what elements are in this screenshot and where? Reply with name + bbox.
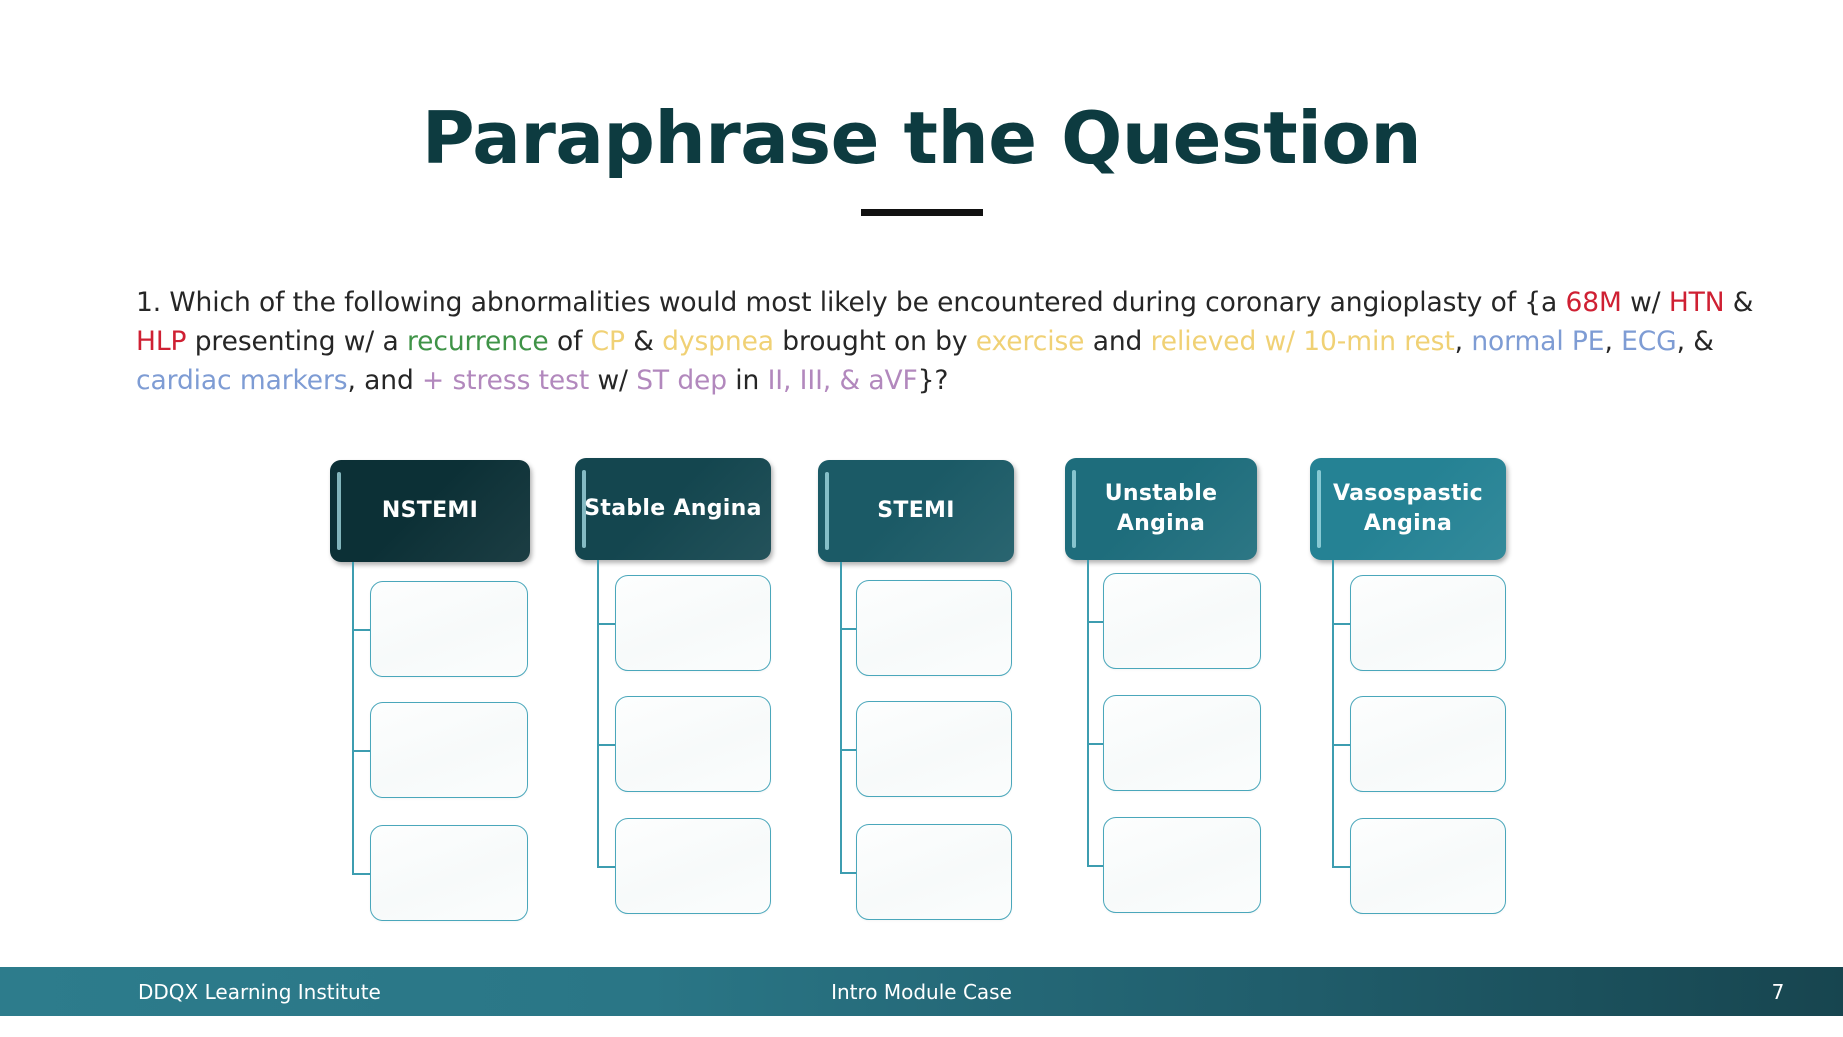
diagnosis-header-card[interactable]: Stable Angina xyxy=(575,458,771,560)
footer-institution: DDQX Learning Institute xyxy=(138,980,381,1004)
diagnosis-column: Stable Angina xyxy=(575,458,771,914)
question-highlight-yellow: relieved w/ 10-min rest xyxy=(1150,326,1455,357)
connector-stub-line xyxy=(1087,621,1103,623)
blank-answer-box[interactable] xyxy=(1103,817,1261,913)
connector-stub-line xyxy=(840,628,856,630)
diagnosis-header-label: NSTEMI xyxy=(381,498,479,523)
diagnosis-column: Unstable Angina xyxy=(1065,458,1261,913)
question-highlight-green: recurrence xyxy=(406,326,549,357)
diagnosis-header-card[interactable]: NSTEMI xyxy=(330,460,530,562)
title-underline-rule xyxy=(860,209,983,216)
question-highlight-yellow: dyspnea xyxy=(662,326,774,357)
page-title: Paraphrase the Question xyxy=(421,96,1422,180)
organizer-diagram: NSTEMI Stable Angina STEMI Unstable Angina V… xyxy=(0,458,1843,950)
question-highlight-purple: II, III, & aVF xyxy=(767,365,918,396)
connector-stub-line xyxy=(1087,865,1103,867)
question-highlight-red: HLP xyxy=(136,326,187,357)
blank-answer-box[interactable] xyxy=(615,818,771,914)
connector-trunk-line xyxy=(597,560,599,866)
connector-stub-line xyxy=(352,629,370,631)
connector-trunk-line xyxy=(840,562,842,872)
blank-answer-box[interactable] xyxy=(856,580,1012,676)
diagnosis-header-label: STEMI xyxy=(877,498,955,523)
question-text: w/ xyxy=(1621,287,1669,318)
blank-answer-box[interactable] xyxy=(1350,696,1506,792)
question-text: , xyxy=(1454,326,1472,357)
blank-answer-box[interactable] xyxy=(1103,695,1261,791)
connector-stub-line xyxy=(840,872,856,874)
question-highlight-yellow: exercise xyxy=(975,326,1085,357)
diagnosis-header-card[interactable]: Vasospastic Angina xyxy=(1310,458,1506,560)
connector-stub-line xyxy=(352,750,370,752)
question-text: presenting w/ a xyxy=(186,326,407,357)
question-text: brought on by xyxy=(773,326,976,357)
connector-trunk-line xyxy=(352,562,354,873)
connector-stub-line xyxy=(352,873,370,875)
question-highlight-red: 68M xyxy=(1565,287,1622,318)
blank-answer-box[interactable] xyxy=(1103,573,1261,669)
question-highlight-blue: ECG xyxy=(1621,326,1677,357)
question-text: & xyxy=(1724,287,1754,318)
question-text: of xyxy=(548,326,591,357)
question-text: , & xyxy=(1676,326,1714,357)
question-highlight-blue: normal PE xyxy=(1471,326,1605,357)
question-text: }? xyxy=(917,365,949,396)
connector-stub-line xyxy=(1087,743,1103,745)
question-text: w/ xyxy=(589,365,637,396)
diagnosis-header-label: Unstable Angina xyxy=(1104,481,1218,536)
question-text: , and xyxy=(347,365,423,396)
blank-answer-box[interactable] xyxy=(856,701,1012,797)
footer-module-title: Intro Module Case xyxy=(831,980,1012,1004)
blank-answer-box[interactable] xyxy=(370,825,528,921)
question-text: 1. Which of the following abnormalities … xyxy=(136,287,1566,318)
question-highlight-red: HTN xyxy=(1668,287,1725,318)
connector-trunk-line xyxy=(1087,560,1089,865)
connector-stub-line xyxy=(1332,623,1350,625)
blank-answer-box[interactable] xyxy=(370,581,528,677)
question-text: in xyxy=(726,365,768,396)
connector-stub-line xyxy=(1332,866,1350,868)
diagnosis-column: Vasospastic Angina xyxy=(1310,458,1506,914)
blank-answer-box[interactable] xyxy=(1350,818,1506,914)
question-paragraph: 1. Which of the following abnormalities … xyxy=(136,283,1766,400)
question-highlight-purple: ST dep xyxy=(636,365,727,396)
question-text: & xyxy=(624,326,663,357)
connector-stub-line xyxy=(840,749,856,751)
connector-trunk-line xyxy=(1332,560,1334,866)
blank-answer-box[interactable] xyxy=(615,696,771,792)
connector-stub-line xyxy=(597,744,615,746)
blank-answer-box[interactable] xyxy=(1350,575,1506,671)
diagnosis-column: NSTEMI xyxy=(330,460,530,921)
question-highlight-purple: + stress test xyxy=(422,365,590,396)
diagnosis-header-label: Vasospastic Angina xyxy=(1332,481,1484,536)
blank-answer-box[interactable] xyxy=(370,702,528,798)
question-highlight-yellow: CP xyxy=(590,326,625,357)
blank-answer-box[interactable] xyxy=(615,575,771,671)
blank-answer-box[interactable] xyxy=(856,824,1012,920)
connector-stub-line xyxy=(1332,744,1350,746)
connector-stub-line xyxy=(597,866,615,868)
connector-stub-line xyxy=(597,623,615,625)
diagnosis-header-label: Stable Angina xyxy=(584,496,762,521)
question-text: , xyxy=(1604,326,1622,357)
question-text: and xyxy=(1084,326,1151,357)
question-highlight-blue: cardiac markers xyxy=(136,365,348,396)
diagnosis-column: STEMI xyxy=(818,460,1014,920)
diagnosis-header-card[interactable]: STEMI xyxy=(818,460,1014,562)
footer-page-number: 7 xyxy=(1771,980,1785,1004)
diagnosis-header-card[interactable]: Unstable Angina xyxy=(1065,458,1257,560)
slide-footer: DDQX Learning Institute Intro Module Cas… xyxy=(0,967,1843,1016)
